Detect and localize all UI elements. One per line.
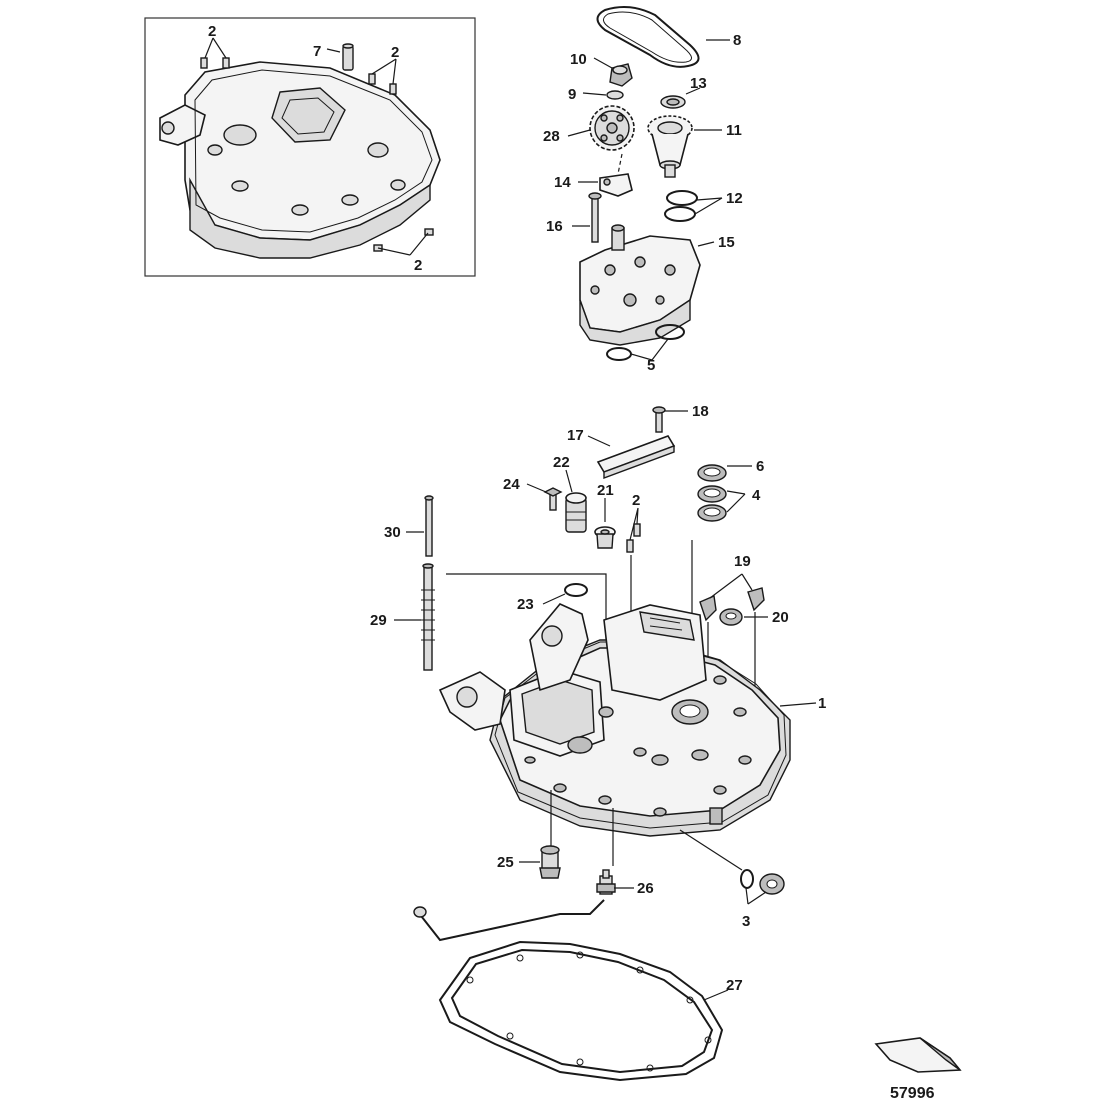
part-19-plug-left [699, 594, 717, 622]
callout-22: 22 [553, 454, 570, 471]
callout-11: 11 [726, 122, 742, 139]
part-5-o-ring-right [655, 324, 685, 340]
part-30-dipstick [424, 495, 434, 557]
callout-9: 9 [568, 86, 576, 103]
callout-6: 6 [756, 458, 764, 475]
part-9-washer [606, 90, 624, 100]
part-10-nut [609, 63, 633, 87]
callout-17: 17 [567, 427, 584, 444]
part-2-dowel-lower-right [633, 523, 641, 537]
callout-26: 26 [637, 880, 654, 897]
callout-2-inset-top-right: 2 [391, 44, 399, 61]
callout-2-inset-top-left: 2 [208, 23, 216, 40]
callout-21: 21 [597, 482, 614, 499]
part-22-plug [565, 492, 587, 533]
callout-12: 12 [726, 190, 743, 207]
part-13-bearing [660, 95, 686, 109]
callout-15: 15 [718, 234, 735, 251]
part-12-o-ring-lower [664, 206, 696, 222]
part-26-fitting [596, 869, 616, 895]
callout-5: 5 [647, 357, 655, 374]
part-6-seal [697, 464, 727, 482]
part-8-drive-belt [596, 5, 700, 68]
part-25-sensor [539, 845, 561, 879]
callout-29: 29 [370, 612, 387, 629]
part-28-sprocket [589, 105, 635, 151]
part-12-o-ring-upper [666, 190, 698, 206]
part-27-gasket [438, 940, 724, 1082]
part-3-o-ring [740, 869, 754, 889]
callout-20: 20 [772, 609, 789, 626]
callout-19: 19 [734, 553, 751, 570]
callout-4: 4 [752, 487, 761, 504]
callout-27: 27 [726, 977, 743, 994]
part-20-cap [719, 608, 743, 626]
callout-24: 24 [503, 476, 520, 493]
callout-8: 8 [733, 32, 741, 49]
callout-14: 14 [554, 174, 571, 191]
callout-16: 16 [546, 218, 563, 235]
part-15-oil-pump [579, 224, 701, 346]
callout-1: 1 [818, 695, 826, 712]
part-16-bolt [588, 192, 602, 243]
callout-30: 30 [384, 524, 401, 541]
inset-adapter-plate [159, 43, 441, 259]
part-18-bolt [652, 406, 666, 433]
part-11-gear-shaft [647, 115, 693, 178]
orientation-icon [874, 1037, 962, 1073]
part-3-drain-plug [759, 873, 785, 895]
part-19-plug-right [747, 587, 765, 612]
part-21-grommet [594, 526, 616, 549]
part-4-seal-upper [697, 485, 727, 503]
part-29-dipstick-tube [421, 563, 435, 671]
callout-7: 7 [313, 43, 321, 60]
part-23-o-ring [564, 583, 588, 597]
inset-frame [144, 17, 476, 277]
callout-25: 25 [497, 854, 514, 871]
part-4-seal-lower [697, 504, 727, 522]
part-2-dowel-lower-left [626, 539, 634, 553]
callout-3: 3 [742, 913, 750, 930]
part-17-cover-plate [596, 435, 676, 480]
part-26-oil-tube [413, 899, 605, 942]
callout-28: 28 [543, 128, 560, 145]
callout-10: 10 [570, 51, 587, 68]
callout-13: 13 [690, 75, 707, 92]
callout-23: 23 [517, 596, 534, 613]
part-24-bolt [543, 487, 563, 511]
part-14-bracket [599, 173, 633, 197]
part-5-o-ring-left [606, 347, 632, 361]
figure-number: 57996 [890, 1085, 935, 1100]
callout-2-inset-bottom: 2 [414, 257, 422, 274]
callout-2-lower: 2 [632, 492, 640, 509]
callout-18: 18 [692, 403, 709, 420]
part-1-adapter-plate [438, 603, 791, 837]
